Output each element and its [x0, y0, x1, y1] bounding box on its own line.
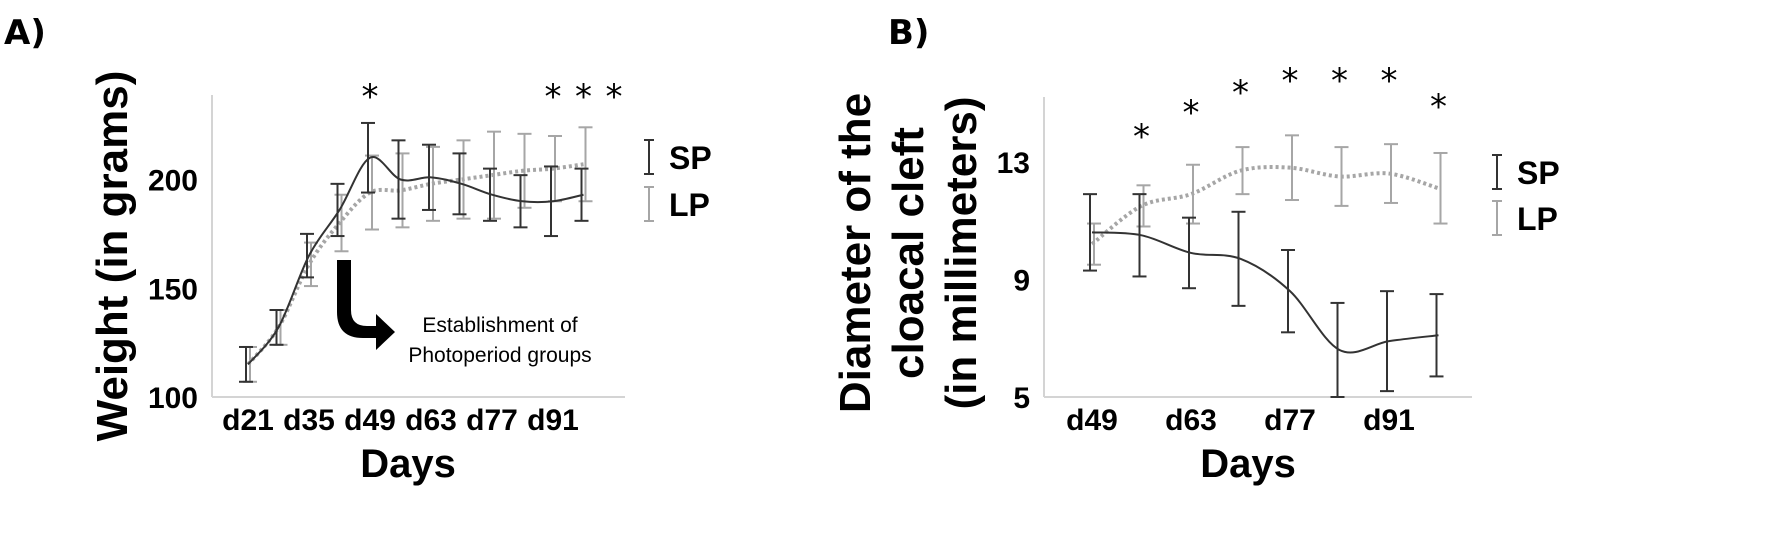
- panel-b-series-line-sp: [1091, 231, 1439, 354]
- panel-b-y-axis-title-line: cloacal cleft: [884, 127, 933, 379]
- panel-a-legend-label: LP: [669, 187, 710, 223]
- panel-b-x-axis-title: Days: [1200, 442, 1296, 486]
- panel-b-series-line-lp: [1090, 165, 1440, 246]
- panel-a-y-tick-label: 150: [148, 273, 198, 306]
- panel-a-x-tick-label: d21: [222, 404, 274, 437]
- panel-b-x-tick-label: d63: [1165, 404, 1217, 437]
- panel-a-x-tick-label: d77: [466, 404, 518, 437]
- panel-b-significance-star: *: [1232, 73, 1249, 113]
- panel-a-y-tick-label: 100: [148, 382, 198, 415]
- panel-b-legend-label: SP: [1517, 155, 1560, 191]
- panel-a-y-axis-title: Weight (in grams): [88, 71, 137, 442]
- panel-b-x-tick-label: d91: [1363, 404, 1415, 437]
- panel-b-y-tick-label: 9: [1013, 264, 1030, 297]
- panel-b-significance-star: *: [1133, 117, 1150, 157]
- panel-a-x-tick-label: d91: [527, 404, 579, 437]
- panel-b-significance-star: *: [1331, 61, 1348, 101]
- panel-a-x-tick-label: d49: [344, 404, 396, 437]
- panel-b-x-tick-label: d77: [1264, 404, 1316, 437]
- panel-b-x-tick-label: d49: [1066, 404, 1118, 437]
- panel-b-legend-label: LP: [1517, 201, 1558, 237]
- panel-b-y-axis-title-line: (in millimeters): [937, 97, 986, 410]
- panel-a-y-tick-label: 200: [148, 165, 198, 198]
- panel-b-y-tick-label: 13: [997, 147, 1030, 180]
- panel-b-significance-star: *: [1430, 87, 1447, 127]
- panel-a-annotation-line1: Establishment of: [422, 314, 577, 337]
- panel-b-y-axis-title-line: Diameter of the: [831, 93, 880, 413]
- panel-b-letter: B): [888, 13, 929, 53]
- panel-a-significance-star: *: [606, 77, 623, 117]
- panel-a-legend-label: SP: [669, 140, 712, 176]
- panel-b-significance-star: *: [1183, 93, 1200, 133]
- panel-a-annotation-line2: Photoperiod groups: [408, 344, 591, 367]
- panel-b-significance-star: *: [1282, 61, 1299, 101]
- panel-a-significance-star: *: [575, 77, 592, 117]
- panel-a-x-tick-label: d35: [283, 404, 335, 437]
- panel-a-x-axis-title: Days: [360, 442, 456, 486]
- panel-b-significance-star: *: [1381, 61, 1398, 101]
- panel-a-significance-star: *: [545, 77, 562, 117]
- panel-a-annotation-arrow: [337, 260, 395, 350]
- panel-a-significance-star: *: [362, 77, 379, 117]
- panel-a-series-line-sp: [247, 156, 584, 366]
- panel-b-y-tick-label: 5: [1013, 382, 1030, 415]
- panel-a-x-tick-label: d63: [405, 404, 457, 437]
- panel-a-letter: A): [4, 13, 46, 53]
